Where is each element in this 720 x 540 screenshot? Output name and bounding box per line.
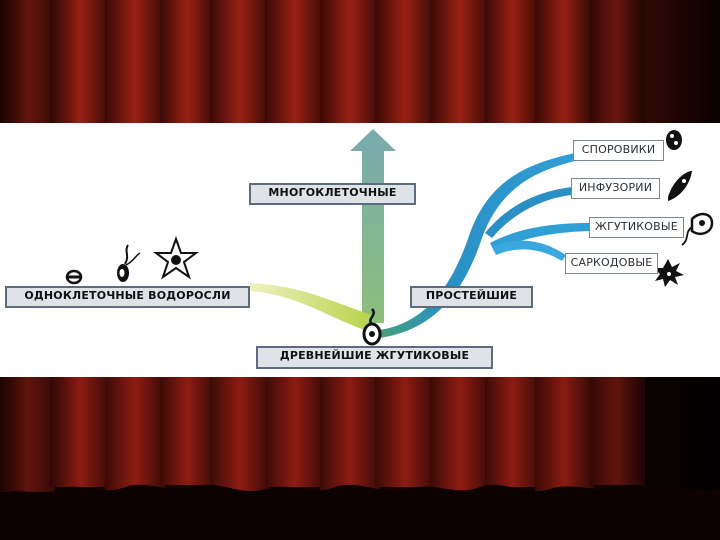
curtain-bottom-drape (0, 377, 720, 540)
flagellate-algae-icon (117, 244, 141, 282)
protozoa-label: ПРОСТЕЙШИЕ (410, 286, 533, 308)
curtain-top (0, 0, 720, 123)
curtain-bottom (0, 377, 720, 540)
algae-branch (250, 283, 372, 331)
protozoa-trunk (370, 153, 575, 339)
sarcodina-label: САРКОДОВЫЕ (565, 253, 658, 274)
diagram-panel: МНОГОКЛЕТОЧНЫЕ ОДНОКЛЕТОЧНЫЕ ВОДОРОСЛИ П… (0, 123, 720, 377)
sarcodina-branch (492, 240, 566, 261)
sporozoan-icon (666, 130, 682, 150)
flagellates-branch (490, 223, 590, 251)
ciliates-branch (485, 187, 572, 238)
multicellular-label: МНОГОКЛЕТОЧНЫЕ (249, 183, 416, 205)
unicellular-algae-label: ОДНОКЛЕТОЧНЫЕ ВОДОРОСЛИ (5, 286, 250, 308)
sporozoa-label: СПОРОВИКИ (573, 140, 664, 161)
ciliate-icon (668, 171, 692, 201)
multicellular-arrow (350, 129, 396, 323)
amoeba-icon (654, 259, 684, 287)
phylogeny-graphics (65, 129, 714, 346)
ancient-flagellates-label: ДРЕВНЕЙШИЕ ЖГУТИКОВЫЕ (256, 346, 493, 369)
curtain-top-drape (0, 0, 720, 123)
algae-cell-icon (65, 269, 83, 285)
ciliates-label: ИНФУЗОРИИ (571, 178, 660, 199)
ancestor-flagellate-icon (362, 308, 382, 346)
star-algae-icon (153, 236, 199, 280)
flagellates-label: ЖГУТИКОВЫЕ (589, 217, 684, 238)
flagellate-icon (681, 212, 714, 246)
